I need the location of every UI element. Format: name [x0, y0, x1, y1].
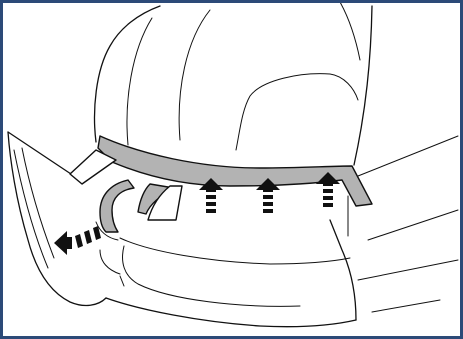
- seat-strap-diagram: [3, 3, 460, 336]
- seat-back: [95, 3, 372, 165]
- arrow-left: [54, 226, 101, 255]
- seat-cushion: [8, 132, 458, 327]
